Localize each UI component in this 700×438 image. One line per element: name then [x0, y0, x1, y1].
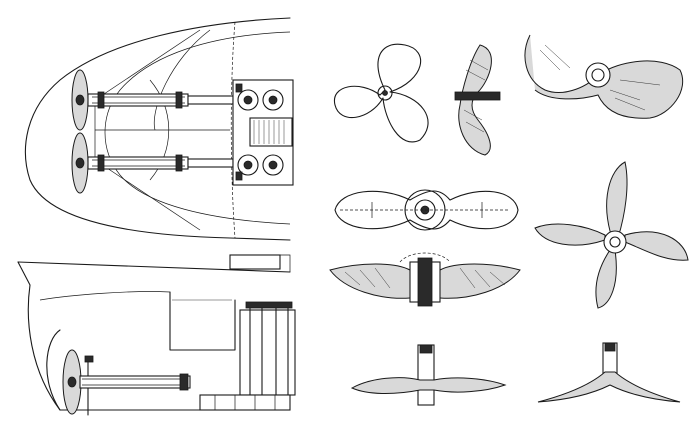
two-blade-section	[329, 252, 521, 307]
two-blade-side	[454, 44, 501, 156]
three-blade-outline	[334, 43, 429, 143]
engine-block-elevation	[199, 301, 296, 411]
blade-on-shaft-right	[537, 342, 681, 403]
four-blade	[534, 161, 689, 309]
blade-on-shaft-left	[350, 344, 507, 406]
single-screw-elevation	[17, 254, 296, 416]
lower-shaft	[71, 132, 234, 194]
twin-screw-plan	[24, 17, 294, 241]
single-blade-perspective	[524, 34, 684, 119]
upper-shaft	[71, 69, 234, 131]
two-blade-plan	[334, 189, 519, 231]
engine-block-plan	[232, 79, 294, 186]
